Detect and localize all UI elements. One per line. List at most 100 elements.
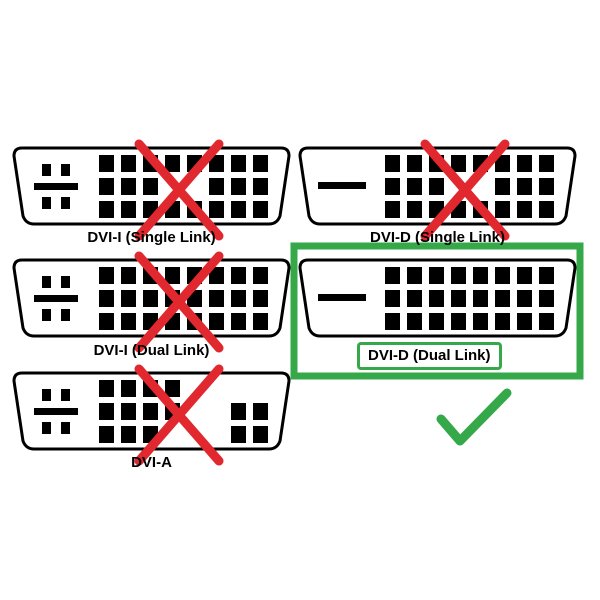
pin — [451, 267, 466, 284]
pin — [451, 313, 466, 330]
pin — [209, 201, 224, 218]
analog-pin — [42, 422, 51, 434]
pin — [99, 403, 114, 420]
pin — [143, 403, 158, 420]
label-dvi-d-dual: DVI-D (Dual Link) — [357, 342, 502, 370]
analog-pin — [42, 164, 51, 176]
connector-dvi-d-dual — [298, 258, 577, 338]
pin — [539, 267, 554, 284]
pin — [429, 290, 444, 307]
pin-grid — [385, 155, 554, 218]
pin — [165, 267, 180, 284]
pin — [121, 267, 136, 284]
analog-cross-pins — [34, 389, 78, 434]
red-x-icon — [134, 364, 224, 466]
label-dvi-i-dual: DVI-I (Dual Link) — [93, 342, 210, 359]
pin — [495, 201, 510, 218]
label-dvi-a: DVI-A — [131, 454, 172, 471]
x-stroke — [134, 251, 224, 353]
red-x-icon — [134, 251, 224, 353]
analog-pin — [61, 309, 70, 321]
pin-grid — [385, 267, 554, 330]
pin — [517, 313, 532, 330]
pin — [165, 380, 180, 397]
pin — [99, 290, 114, 307]
pin — [385, 155, 400, 172]
pin — [231, 178, 246, 195]
pin — [99, 178, 114, 195]
analog-pin — [42, 276, 51, 288]
ground-blade — [34, 408, 78, 415]
pin — [253, 426, 268, 443]
pin — [385, 290, 400, 307]
pin — [407, 155, 422, 172]
pin — [253, 155, 268, 172]
pin — [407, 290, 422, 307]
pin — [539, 178, 554, 195]
analog-pin — [61, 389, 70, 401]
selection-frame — [290, 242, 584, 380]
pin — [539, 155, 554, 172]
red-x-icon — [420, 139, 510, 241]
pin — [99, 426, 114, 443]
pin — [517, 290, 532, 307]
analog-pin — [61, 197, 70, 209]
pin — [429, 267, 444, 284]
pin — [231, 267, 246, 284]
pin — [385, 267, 400, 284]
analog-cross-pins — [34, 164, 78, 209]
pin — [407, 267, 422, 284]
pin — [385, 313, 400, 330]
analog-pin — [42, 197, 51, 209]
connector-dvi-i-dual — [12, 258, 291, 338]
pin — [99, 380, 114, 397]
pin — [495, 313, 510, 330]
pin — [517, 155, 532, 172]
pin — [143, 178, 158, 195]
pin — [99, 313, 114, 330]
pin — [253, 201, 268, 218]
pin — [495, 290, 510, 307]
pin — [473, 313, 488, 330]
analog-pin — [61, 164, 70, 176]
pin — [121, 313, 136, 330]
pin — [231, 155, 246, 172]
pin — [539, 313, 554, 330]
pin — [407, 201, 422, 218]
pin — [495, 267, 510, 284]
pin — [99, 267, 114, 284]
pin — [407, 313, 422, 330]
pin — [253, 267, 268, 284]
pin — [517, 267, 532, 284]
pin — [517, 178, 532, 195]
pin — [121, 155, 136, 172]
connector-dvi-d-single — [298, 146, 577, 226]
pin — [385, 201, 400, 218]
pin — [209, 155, 224, 172]
pin — [253, 290, 268, 307]
pin — [209, 290, 224, 307]
analog-cross-pins — [34, 276, 78, 321]
pin — [429, 313, 444, 330]
pin — [407, 178, 422, 195]
pin — [495, 155, 510, 172]
pin — [385, 178, 400, 195]
pin — [143, 290, 158, 307]
analog-pin — [42, 309, 51, 321]
pin — [451, 290, 466, 307]
pin — [209, 178, 224, 195]
pin — [253, 403, 268, 420]
pin — [231, 313, 246, 330]
pin — [231, 201, 246, 218]
pin — [517, 201, 532, 218]
pin — [209, 267, 224, 284]
pin — [253, 178, 268, 195]
label-dvi-i-single: DVI-I (Single Link) — [87, 229, 216, 246]
green-checkmark-icon — [436, 388, 512, 446]
pin — [99, 155, 114, 172]
pin — [231, 426, 246, 443]
pin — [231, 290, 246, 307]
pin — [121, 201, 136, 218]
